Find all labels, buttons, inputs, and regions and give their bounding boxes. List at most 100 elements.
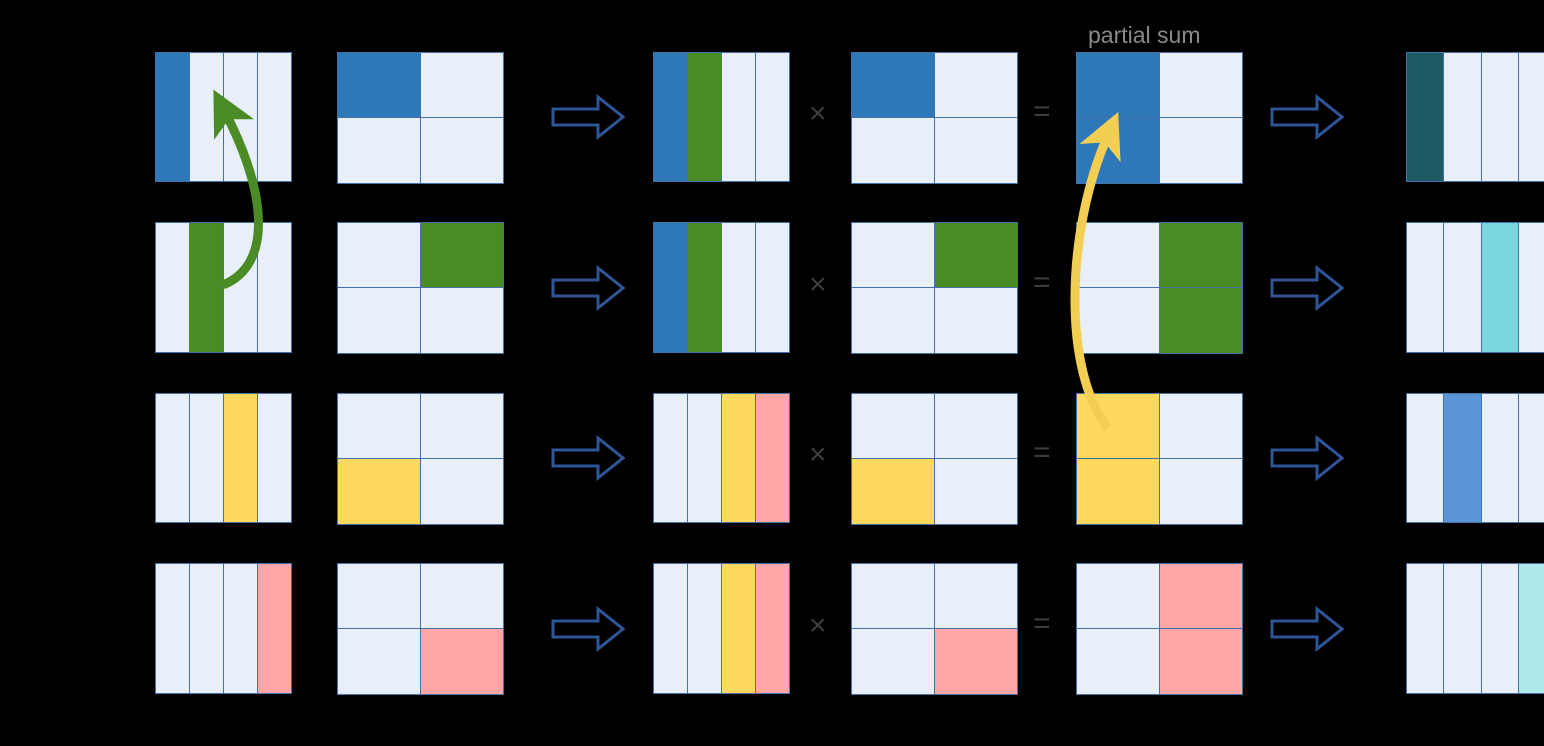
column-2 [1444, 223, 1482, 352]
cell-1 [338, 394, 421, 459]
column-3 [224, 223, 258, 352]
column-2 [688, 53, 722, 181]
cell-1 [1077, 223, 1160, 288]
row-2-output-arrow-icon [1270, 264, 1344, 311]
column-4 [258, 53, 291, 181]
cell-3 [1077, 459, 1160, 524]
column-4 [756, 223, 789, 352]
column-4 [756, 564, 789, 693]
column-2 [688, 223, 722, 352]
cell-1 [852, 564, 935, 629]
cell-3 [1077, 629, 1160, 694]
column-1 [654, 53, 688, 181]
row-1-times-operator: × [809, 97, 827, 130]
cell-4 [934, 118, 1017, 183]
cell-3 [852, 118, 935, 183]
row-3-result-matrix [1406, 393, 1544, 523]
row-1-partial-sum-matrix [1076, 52, 1243, 184]
row-4-merged-matrix [653, 563, 790, 694]
column-1 [654, 564, 688, 693]
row-3-times-operator: × [809, 438, 827, 471]
column-3 [224, 564, 258, 693]
column-4 [756, 394, 789, 522]
cell-2 [420, 223, 503, 288]
cell-2 [1159, 53, 1242, 118]
column-3 [1481, 223, 1519, 352]
column-4 [258, 564, 291, 693]
cell-4 [420, 629, 503, 694]
cell-2 [934, 53, 1017, 118]
partial-sum-label: partial sum [1088, 22, 1201, 48]
column-2 [190, 564, 224, 693]
row-4-equals-operator: = [1033, 606, 1051, 640]
column-2 [190, 53, 224, 181]
cell-4 [1159, 459, 1242, 524]
row-4-partial-sum-matrix [1076, 563, 1243, 695]
column-2 [190, 394, 224, 522]
row-1-merged-matrix [653, 52, 790, 182]
column-1 [1407, 394, 1445, 522]
cell-1 [338, 223, 421, 288]
cell-2 [934, 394, 1017, 459]
cell-4 [420, 118, 503, 183]
row-4-operand-a-matrix [155, 563, 292, 694]
row-4-operand-b-matrix [337, 563, 504, 695]
row-3-partial-sum-matrix [1076, 393, 1243, 525]
column-1 [156, 53, 190, 181]
column-3 [722, 394, 756, 522]
row-2-merged-matrix [653, 222, 790, 353]
cell-4 [420, 459, 503, 524]
column-2 [190, 223, 224, 352]
row-1-operand-a-matrix [155, 52, 292, 182]
cell-3 [1077, 288, 1160, 353]
column-3 [224, 53, 258, 181]
column-4 [258, 223, 291, 352]
cell-1 [338, 564, 421, 629]
row-4-times-operator: × [809, 608, 827, 642]
column-4 [1518, 223, 1544, 352]
column-3 [224, 394, 258, 522]
column-1 [654, 223, 688, 352]
cell-2 [420, 564, 503, 629]
column-1 [654, 394, 688, 522]
column-4 [1518, 394, 1544, 522]
row-2-result-matrix [1406, 222, 1544, 353]
column-2 [1444, 53, 1482, 181]
row-1-result-matrix [1406, 52, 1544, 182]
cell-2 [1159, 394, 1242, 459]
row-1-output-arrow-icon [1270, 94, 1344, 140]
column-4 [258, 394, 291, 522]
cell-3 [338, 288, 421, 353]
cell-1 [1077, 53, 1160, 118]
row-1-equals-operator: = [1033, 95, 1051, 128]
column-3 [1481, 564, 1519, 693]
cell-3 [338, 629, 421, 694]
column-2 [1444, 564, 1482, 693]
cell-3 [852, 459, 935, 524]
column-3 [1481, 53, 1519, 181]
column-1 [156, 564, 190, 693]
column-1 [1407, 223, 1445, 352]
column-2 [688, 394, 722, 522]
column-4 [756, 53, 789, 181]
column-1 [1407, 564, 1445, 693]
row-2-operand-a-matrix [155, 222, 292, 353]
cell-2 [1159, 223, 1242, 288]
column-4 [1518, 564, 1544, 693]
column-3 [1481, 394, 1519, 522]
row-2-operand-b-matrix [337, 222, 504, 354]
column-4 [1518, 53, 1544, 181]
cell-4 [1159, 118, 1242, 183]
cell-4 [1159, 288, 1242, 353]
row-3-output-arrow-icon [1270, 435, 1344, 481]
row-2-multiplier-matrix [851, 222, 1018, 354]
cell-4 [1159, 629, 1242, 694]
row-3-equals-operator: = [1033, 436, 1051, 469]
cell-1 [852, 223, 935, 288]
row-1-operand-b-matrix [337, 52, 504, 184]
cell-4 [934, 288, 1017, 353]
column-1 [1407, 53, 1445, 181]
row-3-operand-a-matrix [155, 393, 292, 523]
row-4-output-arrow-icon [1270, 605, 1344, 652]
row-2-partial-sum-matrix [1076, 222, 1243, 354]
